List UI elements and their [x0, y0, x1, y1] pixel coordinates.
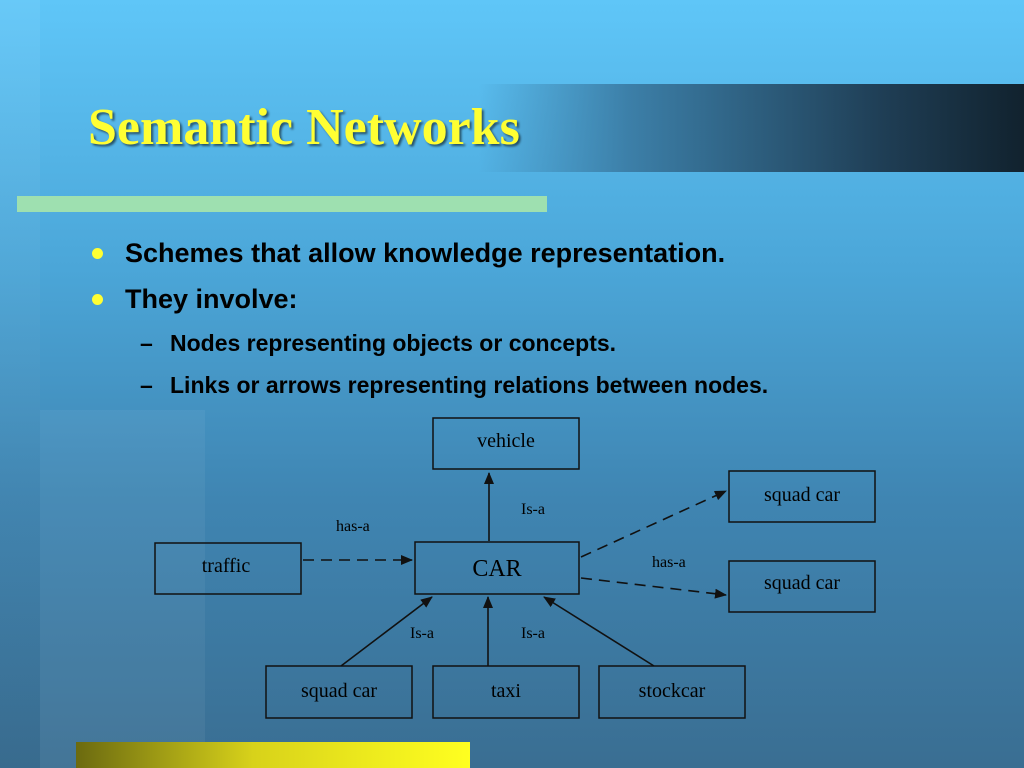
node-label: squad car	[764, 572, 840, 594]
edge-car-squad-car-top	[580, 490, 727, 558]
node-vehicle: vehicle	[432, 417, 580, 470]
node-car: CAR	[414, 541, 580, 595]
sub-bullet-text: Nodes representing objects or concepts.	[170, 329, 617, 356]
dash-icon: –	[140, 329, 153, 356]
node-label: vehicle	[477, 430, 535, 452]
title-band	[84, 84, 1024, 172]
node-label: taxi	[491, 680, 521, 702]
left-panel	[0, 0, 40, 768]
bullet-dot-icon	[92, 247, 103, 259]
bullet-list: Schemes that allow knowledge representat…	[88, 230, 988, 406]
edge-stockcar-car	[543, 596, 655, 667]
node-squad-car-top: squad car	[728, 470, 876, 523]
node-label: stockcar	[639, 680, 706, 702]
sub-bullet-text: Links or arrows representing relations b…	[170, 371, 769, 398]
node-label: squad car	[764, 484, 840, 506]
sub-bullet-item: – Links or arrows representing relations…	[88, 364, 988, 406]
edge-label-is-a: Is-a	[410, 625, 434, 642]
node-label: CAR	[472, 556, 521, 582]
node-taxi: taxi	[432, 665, 580, 719]
title-underline	[17, 196, 547, 212]
edge-car-squad-car-right	[580, 577, 727, 599]
node-squad-car-right: squad car	[728, 560, 876, 613]
node-label: traffic	[202, 555, 251, 577]
bullet-item: Schemes that allow knowledge representat…	[88, 230, 988, 276]
node-label: squad car	[301, 680, 377, 702]
node-traffic: traffic	[154, 542, 302, 595]
bullet-text: Schemes that allow knowledge representat…	[125, 237, 726, 268]
bottom-accent-bar	[76, 742, 470, 768]
bullet-text: They involve:	[125, 283, 298, 314]
edge-squad-car-car	[340, 596, 433, 667]
dash-icon: –	[140, 371, 153, 398]
edge-label-is-a: Is-a	[521, 501, 545, 518]
lower-left-panel	[40, 410, 205, 768]
edge-label-is-a: Is-a	[521, 625, 545, 642]
bullet-item: They involve:	[88, 276, 988, 322]
edge-label-has-a: has-a	[652, 554, 686, 571]
node-stockcar: stockcar	[598, 665, 746, 719]
slide-title: Semantic Networks	[88, 99, 520, 156]
node-squad-car-bottom: squad car	[265, 665, 413, 719]
bullet-dot-icon	[92, 293, 103, 305]
sub-bullet-item: – Nodes representing objects or concepts…	[88, 322, 988, 364]
edge-label-has-a: has-a	[336, 518, 370, 535]
